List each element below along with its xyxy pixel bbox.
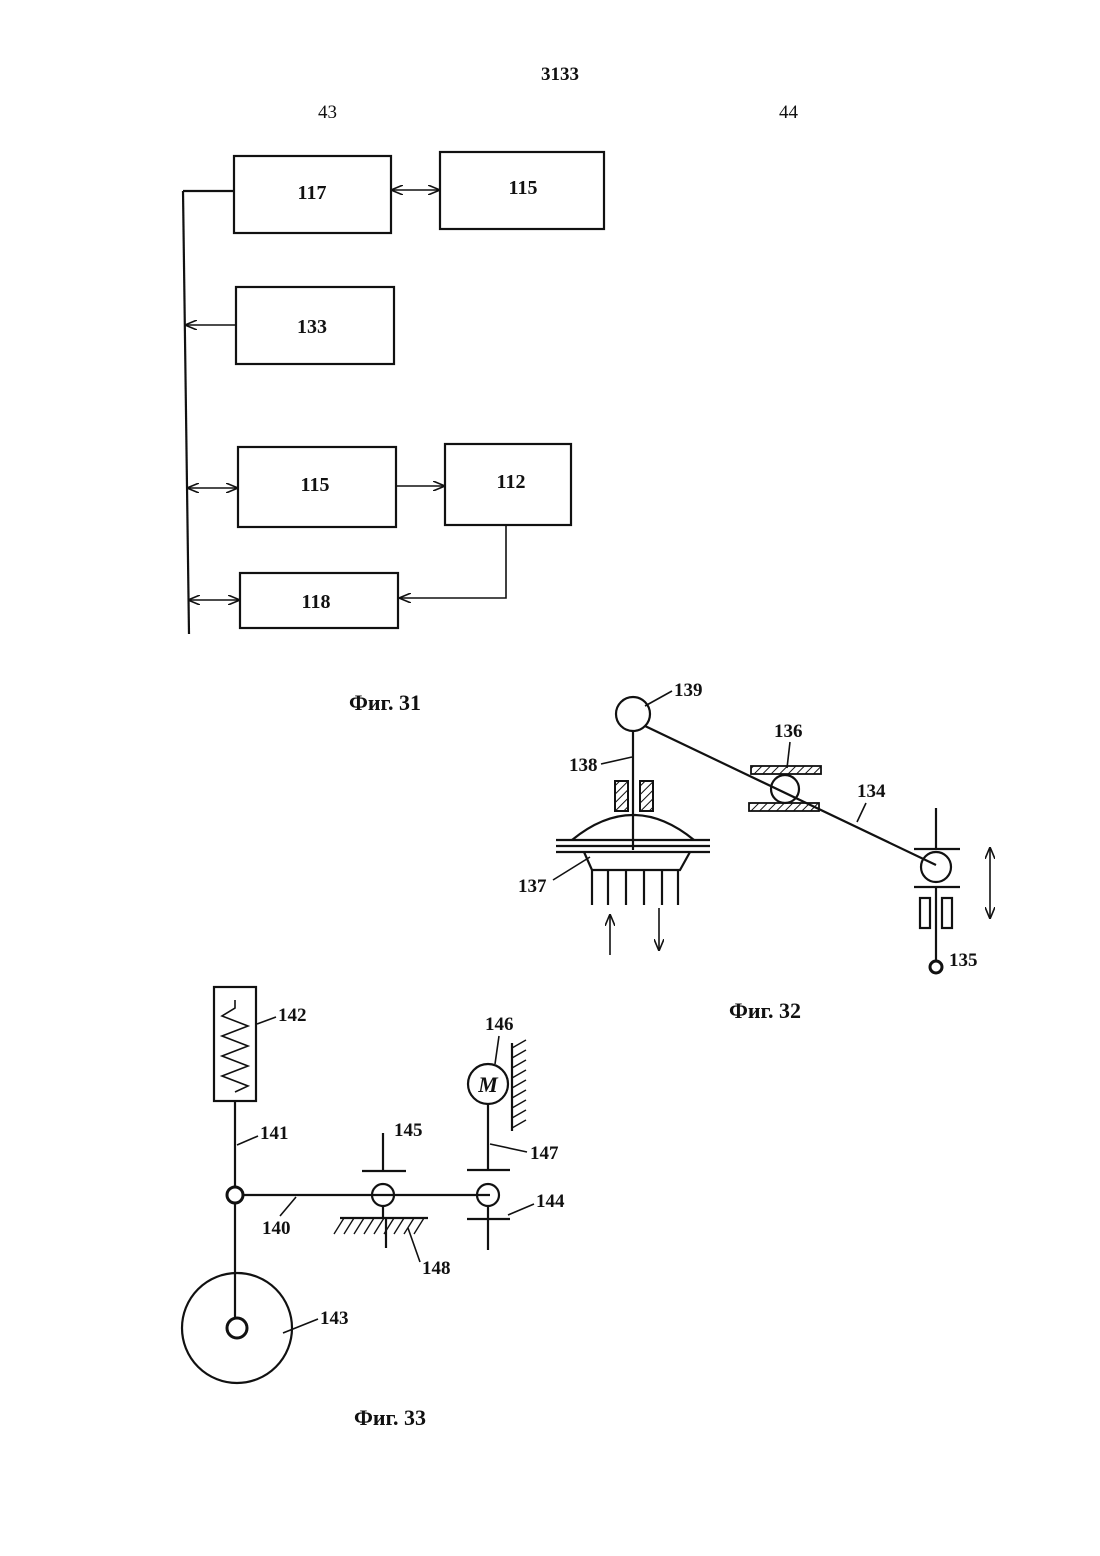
fig31-block-diagram: 117 115 133 115 [183, 152, 604, 715]
fig32-guide-right [640, 781, 653, 811]
fig32-caption: Фиг. 32 [729, 998, 801, 1023]
fig33-mechanism: 142 141 140 145 [182, 987, 565, 1430]
fig32-ref-134: 134 [857, 781, 886, 802]
fig31-block-112-label: 112 [497, 471, 526, 493]
fig32-leader-136 [787, 742, 790, 768]
fig33-ref-141: 141 [260, 1123, 289, 1144]
fig33-ref-146: 146 [485, 1014, 514, 1035]
fig32-ref-139: 139 [674, 680, 703, 701]
fig32-leader-134 [857, 803, 866, 822]
fig33-spring [222, 1000, 248, 1092]
fig32-guide-bottom-136 [749, 803, 819, 811]
fig33-ref-140: 140 [262, 1218, 291, 1239]
fig33-leader-142 [257, 1017, 276, 1024]
fig32-leader-139 [645, 691, 672, 706]
fig33-leader-146 [495, 1036, 499, 1064]
fig31-block-115-bottom: 115 [238, 447, 396, 527]
fig33-ref-142: 142 [278, 1005, 307, 1026]
fig31-block-117: 117 [234, 156, 391, 233]
fig31-block-112: 112 [445, 444, 571, 525]
fig33-leader-141 [237, 1136, 258, 1145]
fig32-leader-137 [553, 857, 590, 880]
fig32-pulley-139 [616, 697, 650, 731]
fig33-leader-144 [508, 1204, 534, 1215]
fig33-ref-145: 145 [394, 1120, 423, 1141]
fig33-motor-symbol: M [477, 1072, 499, 1097]
fig31-block-118-label: 118 [302, 591, 331, 613]
fig32-ref-137: 137 [518, 876, 547, 897]
fig31-block-115-top-label: 115 [509, 177, 538, 199]
fig33-leader-140 [280, 1197, 296, 1216]
fig32-ref-136: 136 [774, 721, 803, 742]
fig33-ground-hatch [334, 1218, 424, 1234]
fig32-end-assembly-135 [914, 808, 960, 973]
fig33-wall-hatch [512, 1040, 526, 1128]
fig32-ref-138: 138 [569, 755, 598, 776]
fig33-caption: Фиг. 33 [354, 1405, 426, 1430]
fig32-guide-top-136 [751, 766, 821, 774]
fig32-ref-135: 135 [949, 950, 978, 971]
fig32-guide-left [615, 781, 628, 811]
fig33-disc-hub [227, 1318, 247, 1338]
fig33-leader-143 [283, 1319, 318, 1333]
fig31-block-115-bottom-label: 115 [301, 474, 330, 496]
fig31-bus-line [183, 191, 189, 634]
fig33-ref-148: 148 [422, 1258, 451, 1279]
fig31-block-117-label: 117 [298, 182, 327, 204]
fig33-ref-144: 144 [536, 1191, 565, 1212]
fig33-ref-147: 147 [530, 1143, 559, 1164]
fig31-caption: Фиг. 31 [349, 690, 421, 715]
fig31-arrow-112-118 [400, 525, 506, 598]
fig31-block-115-top: 115 [440, 152, 604, 229]
fig32-mechanism: 139 138 137 [518, 680, 990, 1023]
fig32-leader-138 [601, 757, 632, 764]
fig31-block-118: 118 [240, 573, 398, 628]
fig33-ref-143: 143 [320, 1308, 349, 1329]
fig31-block-133: 133 [236, 287, 394, 364]
fig31-block-133-label: 133 [297, 316, 327, 338]
fig32-cable-134 [645, 726, 936, 865]
fig33-leader-147 [490, 1144, 527, 1152]
fig33-joint-141-140 [227, 1187, 243, 1203]
